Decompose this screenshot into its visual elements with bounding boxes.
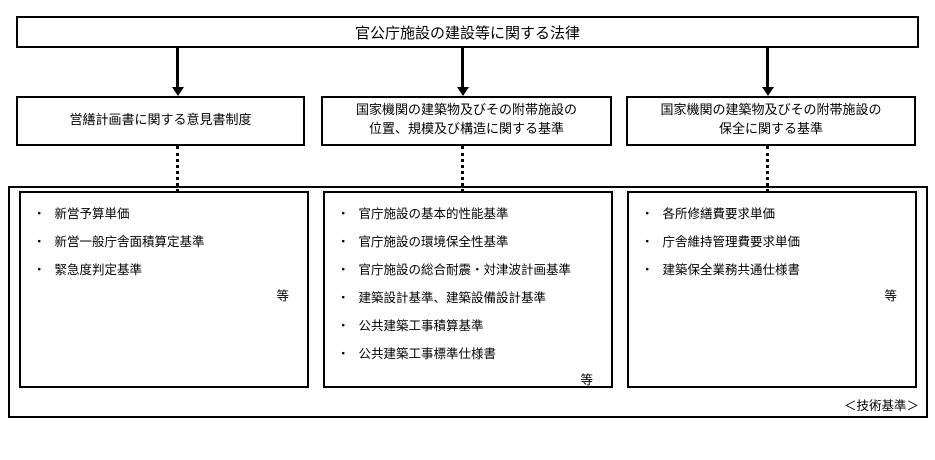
list-item: ・官庁施設の環境保全性基準 bbox=[337, 226, 597, 254]
list-item: ・緊急度判定基準 bbox=[33, 254, 293, 282]
list-item-text: 官庁施設の基本的性能基準 bbox=[358, 205, 509, 221]
branch-title: 営繕計画書に関する意見書制度 bbox=[69, 112, 252, 128]
bullet-marker: ・ bbox=[337, 345, 350, 361]
dotted-connector bbox=[461, 146, 464, 192]
list-item: ・公共建築工事積算基準 bbox=[337, 310, 597, 338]
list-item: ・各所修繕費要求単価 bbox=[641, 198, 901, 226]
law-title-box: 官公庁施設の建設等に関する法律 bbox=[16, 16, 919, 48]
list-item-text: 官庁施設の総合耐震・対津波計画基準 bbox=[358, 261, 572, 277]
list-item-text: 新営予算単価 bbox=[54, 205, 130, 221]
bullet-marker: ・ bbox=[337, 317, 350, 333]
branch-title-box-opinion-system: 営繕計画書に関する意見書制度 bbox=[16, 96, 305, 146]
group-label: ＜技術基準＞ bbox=[843, 398, 919, 413]
list-item: ・庁舎維持管理費要求単価 bbox=[641, 226, 901, 254]
bullet-marker: ・ bbox=[337, 233, 350, 249]
bullet-marker: ・ bbox=[33, 205, 46, 221]
bullet-marker: ・ bbox=[33, 261, 46, 277]
standards-list: ・新営予算単価・新営一般庁舎面積算定基準・緊急度判定基準 bbox=[33, 198, 293, 282]
list-item: ・官庁施設の総合耐震・対津波計画基準 bbox=[337, 254, 597, 282]
bullet-marker: ・ bbox=[641, 261, 654, 277]
list-item-text: 建築設計基準、建築設備設計基準 bbox=[358, 289, 547, 305]
down-arrow-icon bbox=[766, 48, 769, 87]
etc-label: 等 bbox=[884, 288, 897, 303]
bullet-marker: ・ bbox=[337, 205, 350, 221]
etc-label: 等 bbox=[276, 288, 289, 303]
list-item-text: 庁舎維持管理費要求単価 bbox=[662, 233, 801, 249]
list-item: ・新営予算単価 bbox=[33, 198, 293, 226]
list-item: ・新営一般庁舎面積算定基準 bbox=[33, 226, 293, 254]
list-item-text: 各所修繕費要求単価 bbox=[662, 205, 776, 221]
list-item: ・公共建築工事標準仕様書 bbox=[337, 338, 597, 366]
bullet-marker: ・ bbox=[641, 233, 654, 249]
list-item-text: 官庁施設の環境保全性基準 bbox=[358, 233, 509, 249]
list-item: ・建築保全業務共通仕様書 bbox=[641, 254, 901, 282]
bullet-marker: ・ bbox=[641, 205, 654, 221]
down-arrow-icon bbox=[176, 48, 179, 87]
bullet-marker: ・ bbox=[337, 289, 350, 305]
etc-label: 等 bbox=[580, 372, 593, 387]
standards-list-box-performance: ・官庁施設の基本的性能基準・官庁施設の環境保全性基準・官庁施設の総合耐震・対津波… bbox=[323, 191, 613, 388]
list-item: ・建築設計基準、建築設備設計基準 bbox=[337, 282, 597, 310]
standards-list: ・各所修繕費要求単価・庁舎維持管理費要求単価・建築保全業務共通仕様書 bbox=[641, 198, 901, 282]
list-item: ・官庁施設の基本的性能基準 bbox=[337, 198, 597, 226]
branch-title-box-location-scale-structure: 国家機関の建築物及びその附帯施設の 位置、規模及び構造に関する基準 bbox=[321, 96, 612, 146]
branch-title-box-maintenance: 国家機関の建築物及びその附帯施設の 保全に関する基準 bbox=[626, 96, 916, 146]
bullet-marker: ・ bbox=[33, 233, 46, 249]
dotted-connector bbox=[176, 146, 179, 192]
standards-list: ・官庁施設の基本的性能基準・官庁施設の環境保全性基準・官庁施設の総合耐震・対津波… bbox=[337, 198, 597, 366]
bullet-marker: ・ bbox=[337, 261, 350, 277]
standards-list-box-maintenance: ・各所修繕費要求単価・庁舎維持管理費要求単価・建築保全業務共通仕様書 等 bbox=[627, 191, 917, 388]
dotted-connector bbox=[766, 146, 769, 192]
branch-title: 国家機関の建築物及びその附帯施設の 位置、規模及び構造に関する基準 bbox=[355, 103, 577, 137]
standards-list-box-budget: ・新営予算単価・新営一般庁舎面積算定基準・緊急度判定基準 等 bbox=[19, 191, 309, 388]
list-item-text: 新営一般庁舎面積算定基準 bbox=[54, 233, 205, 249]
list-item-text: 公共建築工事積算基準 bbox=[358, 317, 484, 333]
law-title: 官公庁施設の建設等に関する法律 bbox=[354, 23, 580, 42]
branch-title: 国家機関の建築物及びその附帯施設の 保全に関する基準 bbox=[660, 103, 882, 137]
list-item-text: 建築保全業務共通仕様書 bbox=[662, 261, 801, 277]
list-item-text: 公共建築工事標準仕様書 bbox=[358, 345, 497, 361]
list-item-text: 緊急度判定基準 bbox=[54, 261, 143, 277]
down-arrow-icon bbox=[461, 48, 464, 87]
